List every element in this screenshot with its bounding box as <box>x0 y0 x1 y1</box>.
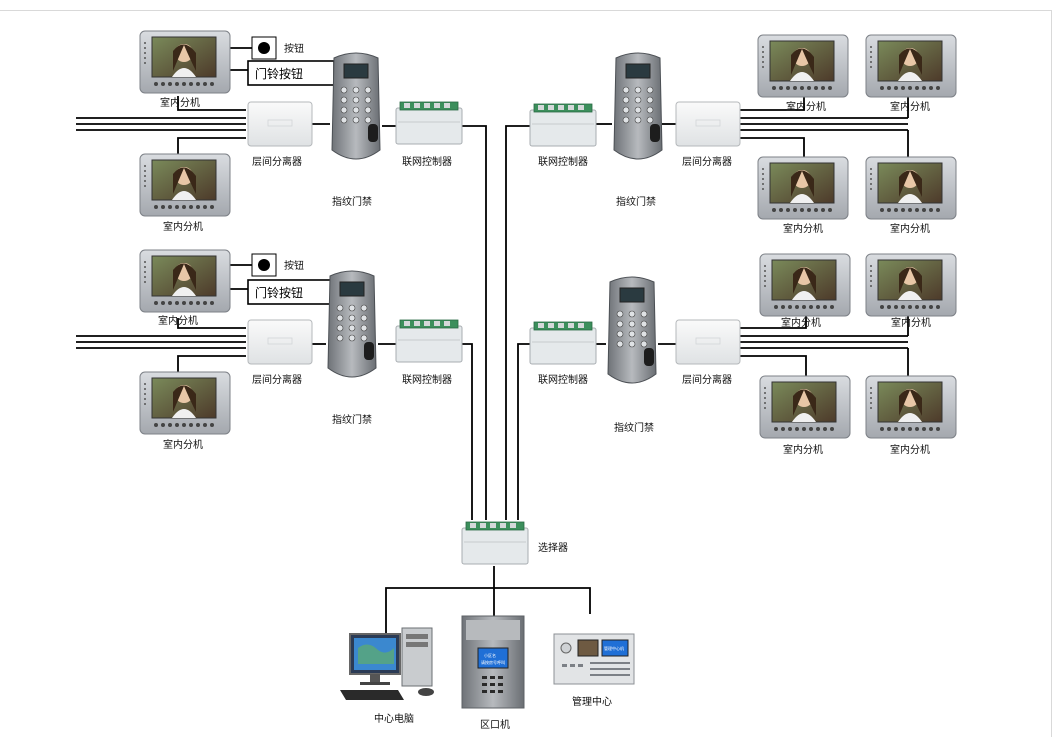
label-indoor-ll-bottom: 室内分机 <box>163 438 203 451</box>
label-access-ul: 指纹门禁 <box>332 195 372 208</box>
monitor-ll-top <box>139 249 231 313</box>
label-indoor-lr-4: 室内分机 <box>890 443 930 456</box>
monitor-ur-4 <box>865 156 957 220</box>
controller-ll <box>395 319 463 363</box>
label-indoor-lr-3: 室内分机 <box>783 443 823 456</box>
splitter-ur <box>675 101 741 147</box>
center-computer-icon <box>340 627 434 700</box>
label-splitter-ul: 层间分离器 <box>252 155 302 168</box>
monitor-ul-top <box>139 30 231 94</box>
monitor-ur-1 <box>757 34 849 98</box>
label-controller-ll: 联网控制器 <box>402 373 452 386</box>
label-selector: 选择器 <box>538 541 568 554</box>
splitter-ll <box>247 319 313 365</box>
label-controller-ur: 联网控制器 <box>538 155 588 168</box>
label-indoor-lr-2: 室内分机 <box>891 316 931 329</box>
label-district-unit: 区口机 <box>480 718 510 731</box>
label-indoor-ur-3: 室内分机 <box>783 222 823 235</box>
monitor-lr-3 <box>759 375 851 439</box>
splitter-lr <box>675 319 741 365</box>
monitor-lr-1 <box>759 253 851 317</box>
label-doorbell-ll: 门铃按钮 <box>255 285 303 300</box>
label-button-ul: 按钮 <box>284 42 304 55</box>
monitor-lr-2 <box>865 253 957 317</box>
controller-ur <box>529 103 597 147</box>
label-center-computer: 中心电脑 <box>374 712 414 725</box>
monitor-ul-bottom <box>139 153 231 217</box>
button-ul <box>251 36 277 60</box>
fingerprint-access-ur <box>613 52 663 160</box>
label-controller-ul: 联网控制器 <box>402 155 452 168</box>
label-indoor-ur-2: 室内分机 <box>890 100 930 113</box>
label-controller-lr: 联网控制器 <box>538 373 588 386</box>
label-access-ur: 指纹门禁 <box>616 195 656 208</box>
label-indoor-ll-top: 室内分机 <box>158 314 198 327</box>
label-indoor-ul-top: 室内分机 <box>160 96 200 109</box>
controller-lr <box>529 321 597 365</box>
district-screen-line1: 小区名 <box>484 652 496 658</box>
monitor-ur-3 <box>757 156 849 220</box>
splitter-ul <box>247 101 313 147</box>
button-ll <box>251 253 277 277</box>
monitor-ll-bottom <box>139 371 231 435</box>
management-center-icon: 管理中心机 <box>553 633 635 685</box>
fingerprint-access-ul <box>331 52 381 160</box>
label-doorbell-ul: 门铃按钮 <box>255 66 303 81</box>
controller-ul <box>395 101 463 145</box>
label-indoor-ur-1: 室内分机 <box>786 100 826 113</box>
label-splitter-lr: 层间分离器 <box>682 373 732 386</box>
label-indoor-lr-1: 室内分机 <box>781 316 821 329</box>
monitor-lr-4 <box>865 375 957 439</box>
district-screen-line2: 请按房号呼叫 <box>481 659 505 665</box>
label-splitter-ll: 层间分离器 <box>252 373 302 386</box>
label-button-ll: 按钮 <box>284 259 304 272</box>
district-unit-icon: 小区名 请按房号呼叫 <box>461 615 525 709</box>
monitor-ur-2 <box>865 34 957 98</box>
diagram-frame <box>0 10 1052 737</box>
doorbell-button-box-ul <box>247 60 335 86</box>
label-access-ll: 指纹门禁 <box>332 413 372 426</box>
wiring <box>76 47 909 640</box>
label-indoor-ul-bottom: 室内分机 <box>163 220 203 233</box>
label-indoor-ur-4: 室内分机 <box>890 222 930 235</box>
label-management-center: 管理中心 <box>572 695 612 708</box>
selector-device <box>461 521 529 565</box>
fingerprint-access-ll <box>327 270 377 378</box>
fingerprint-access-lr <box>607 276 657 384</box>
management-screen-text: 管理中心机 <box>604 645 624 651</box>
label-access-lr: 指纹门禁 <box>614 421 654 434</box>
label-splitter-ur: 层间分离器 <box>682 155 732 168</box>
